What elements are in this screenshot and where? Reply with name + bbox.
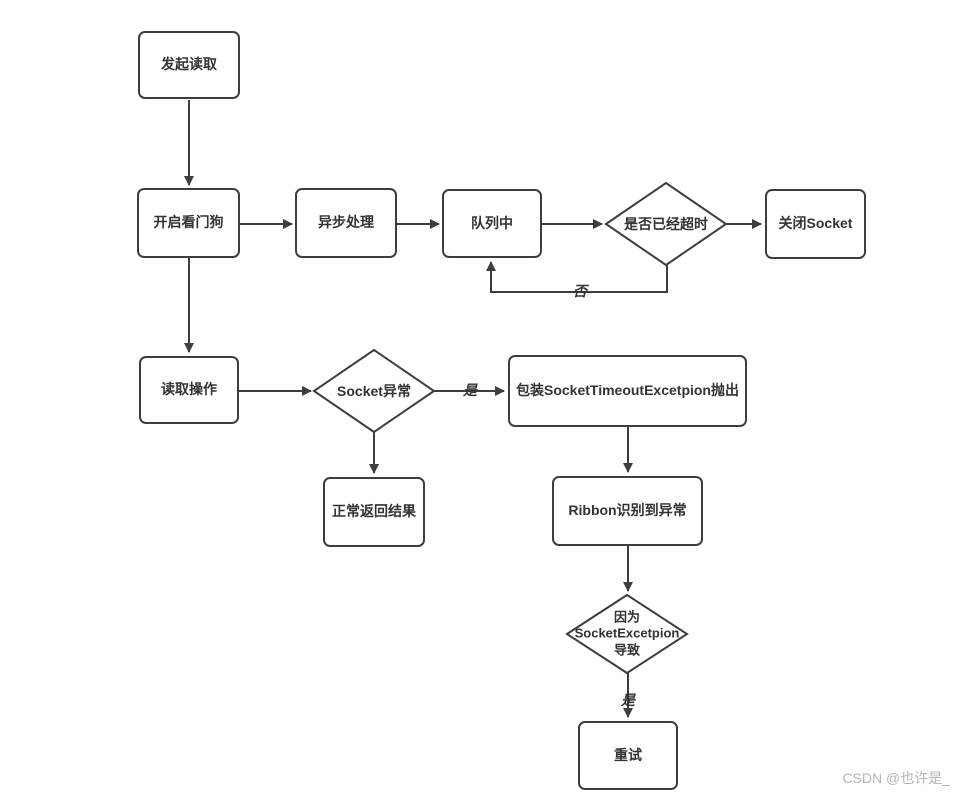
csdn-watermark: CSDN @也许是_ <box>842 770 950 786</box>
node-start-watchdog: 开启看门狗 <box>137 188 240 258</box>
diamond-timeout-check <box>604 181 728 267</box>
edge-label-yes-cause: 是 <box>621 692 635 708</box>
node-retry: 重试 <box>578 721 678 790</box>
node-normal-return: 正常返回结果 <box>323 477 425 547</box>
diamond-label-cause-check: 因为SocketExcetpion导致 <box>574 609 680 658</box>
node-in-queue: 队列中 <box>442 189 542 258</box>
node-wrap-timeout-exception: 包装SocketTimeoutExcetpion抛出 <box>508 355 747 427</box>
node-start-read: 发起读取 <box>138 31 240 99</box>
edge-label-no: 否 <box>573 283 587 299</box>
node-ribbon-detect: Ribbon识别到异常 <box>552 476 703 546</box>
diamond-cause-check <box>565 593 689 675</box>
diamond-label-timeout-check: 是否已经超时 <box>624 216 708 232</box>
node-close-socket: 关闭Socket <box>765 189 866 259</box>
diamond-socket-exception-check <box>312 348 436 434</box>
node-read-operation: 读取操作 <box>139 356 239 424</box>
edge-timeout-no-loop-to-queue <box>486 261 668 293</box>
node-async-process: 异步处理 <box>295 188 397 258</box>
diamond-label-socket-exception-check: Socket异常 <box>337 383 411 399</box>
edge-label-yes-socket-exception: 是 <box>463 382 477 398</box>
